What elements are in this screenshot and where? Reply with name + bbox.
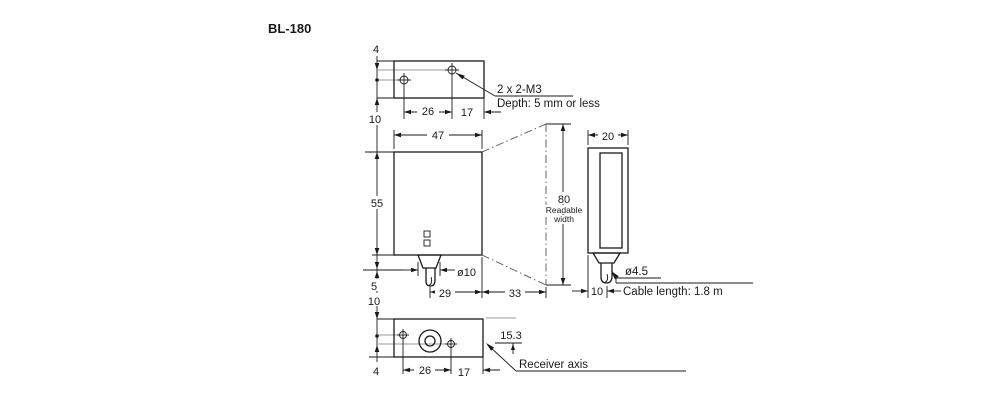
text-bg xyxy=(598,129,618,141)
dim-dia45: ø4.5 xyxy=(625,266,648,278)
width-label: width xyxy=(553,214,574,224)
dim-10-top: 10 xyxy=(369,114,381,126)
lens-outer xyxy=(418,329,442,353)
dim-10-mid: 10 xyxy=(368,296,380,308)
cable-bend xyxy=(604,273,609,283)
dim-26-top: 26 xyxy=(422,106,434,118)
beam-line-top xyxy=(481,123,547,153)
label-receiver-axis: Receiver axis xyxy=(519,359,588,371)
arrow-left-icon xyxy=(440,267,447,273)
readable-width-annotation: 80 Readable width xyxy=(481,123,584,286)
side-view: 20 10 ø4.5 Cable length: 1.8 m xyxy=(572,129,753,298)
leader-arrow-icon xyxy=(611,271,619,280)
arrow-down-icon xyxy=(374,248,380,255)
dim-dot xyxy=(375,78,379,82)
lens-inner xyxy=(424,335,436,347)
dim-20: 20 xyxy=(602,131,614,143)
dim-10-side: 10 xyxy=(591,286,603,298)
dim-4-bottom: 4 xyxy=(373,366,379,378)
readable-label: Readable xyxy=(546,205,583,215)
arrow-left-icon xyxy=(588,132,595,138)
dim-17-bottom: 17 xyxy=(458,367,470,379)
cable-bend xyxy=(428,276,433,286)
dim-dia10: ø10 xyxy=(457,267,476,279)
arrow-up-icon xyxy=(510,344,516,350)
arrow-down-icon xyxy=(560,278,566,285)
text-bg xyxy=(589,284,605,297)
dim-15-3: 15.3 xyxy=(500,330,521,342)
text-bg xyxy=(366,112,386,125)
page-title: BL-180 xyxy=(268,21,311,36)
arrow-left-icon xyxy=(482,289,489,295)
label-cable-length: Cable length: 1.8 m xyxy=(623,286,723,298)
arrow-left-icon xyxy=(403,367,410,373)
cable-stub xyxy=(425,268,436,287)
arrow-down-icon xyxy=(374,63,380,70)
front-view-body xyxy=(393,151,483,256)
dim-4-top: 4 xyxy=(373,44,379,56)
indicator-square xyxy=(423,239,431,247)
dim-17-top: 17 xyxy=(461,107,473,119)
text-bg xyxy=(550,215,578,224)
front-view: 47 ø10 29 33 xyxy=(393,128,547,300)
dim-80: 80 xyxy=(558,194,570,206)
beam-line-bottom xyxy=(481,254,547,286)
arrow-right-icon xyxy=(411,267,418,273)
leader-line xyxy=(488,345,517,372)
dim-33: 33 xyxy=(509,288,521,300)
text-bg xyxy=(435,286,455,298)
label-thread: 2 x 2-M3 xyxy=(497,84,542,96)
arrow-up-icon xyxy=(560,124,566,131)
dim-dot xyxy=(375,334,379,338)
top-view: 26 17 2 x 2-M3 Depth: 5 mm or less xyxy=(393,60,600,119)
arrow-down-icon xyxy=(374,262,380,269)
arrow-right-icon xyxy=(475,132,482,138)
bottom-view: 26 17 15.3 Receiver axis xyxy=(393,317,686,379)
arrow-right-icon xyxy=(444,367,451,373)
label-depth: Depth: 5 mm or less xyxy=(497,98,600,110)
dim-55: 55 xyxy=(371,198,383,210)
arrow-left-icon xyxy=(394,132,401,138)
top-view-body xyxy=(393,60,485,99)
bottom-view-body xyxy=(393,318,484,358)
text-bg xyxy=(427,128,449,140)
arrow-left-icon xyxy=(404,109,411,115)
arrow-up-icon xyxy=(374,98,380,105)
arrow-up-icon xyxy=(374,152,380,159)
arrow-right-icon xyxy=(475,289,482,295)
text-bg xyxy=(365,293,384,306)
leader-line xyxy=(611,272,617,279)
arrow-left-icon xyxy=(607,288,614,294)
indicator-square xyxy=(423,230,431,238)
arrow-right-icon xyxy=(621,132,628,138)
dim-47: 47 xyxy=(432,130,444,142)
text-bg xyxy=(365,196,388,209)
cable-gland xyxy=(591,252,622,264)
text-bg xyxy=(417,104,439,116)
left-dimension-chain: 4 10 55 5 10 4 xyxy=(363,44,448,378)
dim-29: 29 xyxy=(439,288,451,300)
arrow-down-icon xyxy=(374,312,380,319)
dim-26-bottom: 26 xyxy=(419,365,431,377)
dim-5: 5 xyxy=(371,281,377,293)
arrow-up-icon xyxy=(374,271,380,278)
arrow-up-icon xyxy=(374,345,380,352)
arrow-right-icon xyxy=(539,289,546,295)
text-bg xyxy=(505,286,525,298)
leader-arrow-icon xyxy=(456,73,465,80)
text-bg xyxy=(414,363,435,375)
reading-window xyxy=(599,152,623,249)
text-bg xyxy=(544,205,584,214)
arrow-left-icon xyxy=(483,367,490,373)
arrow-left-icon xyxy=(484,109,491,115)
text-bg xyxy=(368,279,383,291)
cable-gland xyxy=(417,254,442,269)
arrow-right-icon xyxy=(581,288,588,294)
text-bg xyxy=(552,192,575,204)
arrow-right-icon xyxy=(445,109,452,115)
cable-stub xyxy=(600,263,613,284)
